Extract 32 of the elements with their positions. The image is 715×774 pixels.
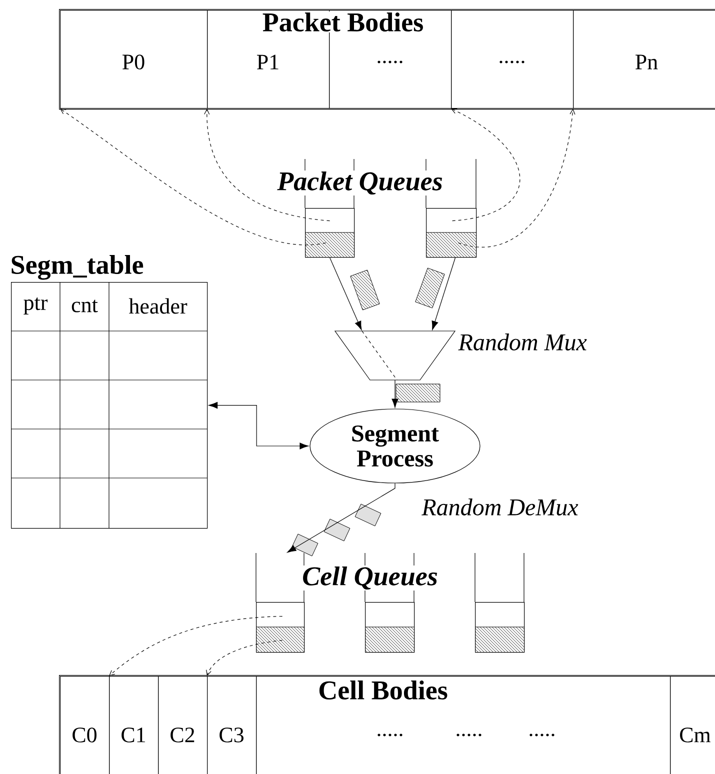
memory-cell: C2 [158, 676, 208, 774]
column-header: cnt [72, 300, 98, 312]
column-header: ptr [24, 297, 48, 315]
arrow [432, 257, 456, 330]
title: Packet Bodies [261, 12, 425, 32]
queue-label: Packet Queues [276, 170, 444, 196]
node-label: Segm_table [12, 255, 144, 280]
arrow [392, 380, 398, 408]
arrow [204, 108, 330, 222]
memory-cell: Pn [573, 10, 715, 109]
memory-cell: P0 [60, 10, 208, 109]
title: Cell Bodies [317, 680, 449, 700]
memory-row [59, 9, 715, 110]
memory-cell: ..... [451, 10, 574, 109]
memory-row [59, 675, 715, 774]
arrow [208, 402, 309, 450]
memory-cell: Cm [670, 676, 715, 774]
arrow [451, 108, 520, 222]
queue-label: Cell Queues [301, 565, 439, 591]
queue [474, 552, 525, 653]
arrow [287, 483, 396, 553]
memory-cell: C1 [109, 676, 159, 774]
arrow [330, 257, 362, 330]
edge-label: Random DeMux [422, 498, 578, 516]
memory-cell: C3 [207, 676, 257, 774]
arrow [458, 108, 576, 248]
mux-label: Random Mux [458, 334, 587, 350]
arrow [109, 616, 283, 676]
arrow [60, 108, 326, 246]
arrow [206, 640, 283, 676]
memory-cell: C0 [60, 676, 110, 774]
column-header: header [128, 298, 188, 314]
